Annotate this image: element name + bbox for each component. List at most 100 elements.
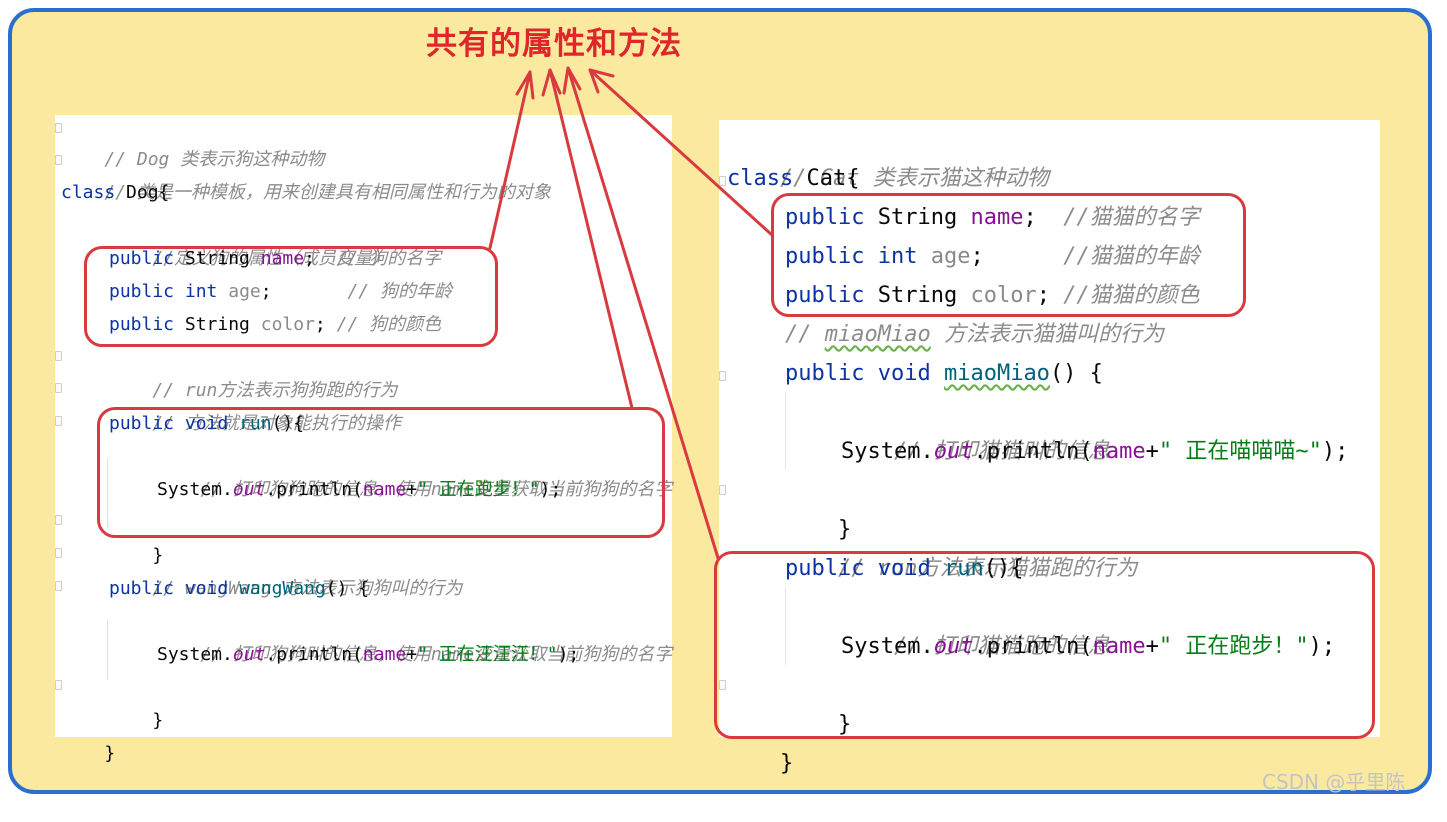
fold-marker-icon xyxy=(55,515,62,525)
code-comment: // 狗的年龄 xyxy=(347,281,452,302)
punctuation: (){ xyxy=(271,413,305,434)
fold-marker-icon xyxy=(719,176,726,186)
code-comment: // 打印狗狗跑的信息，使用name变量获取当前狗狗的名字 xyxy=(200,479,673,500)
code-line: class Cat{ xyxy=(727,159,859,198)
code-line: } xyxy=(109,506,163,566)
indent-guide xyxy=(785,392,786,470)
brace: } xyxy=(779,751,794,776)
code-line: // Dog 类表示狗这种动物 xyxy=(61,110,324,170)
keyword: public xyxy=(109,314,175,335)
code-comment: // wangWang 方法表示狗狗叫的行为 xyxy=(152,578,463,599)
punctuation: ; xyxy=(1036,283,1064,308)
code-line: public String name; // 狗的名字 xyxy=(109,242,441,275)
code-comment: // 方法就是对象能执行的操作 xyxy=(152,413,401,434)
method-name: run xyxy=(943,556,984,581)
static-field: out xyxy=(232,479,266,500)
punctuation: ); xyxy=(1308,634,1336,659)
code-comment: miaoMiao xyxy=(824,322,931,347)
code-line: // run方法表示狗狗跑的行为 xyxy=(109,341,397,401)
class-declaration: Cat{ xyxy=(793,166,860,191)
type-name: String xyxy=(864,283,971,308)
type-name: String xyxy=(174,314,261,335)
static-field: out xyxy=(232,644,266,665)
code-line: public void run(){ xyxy=(785,549,1023,588)
code-line: } xyxy=(109,671,163,731)
field-name: name xyxy=(1092,634,1146,659)
code-comment: // xyxy=(785,322,825,347)
fold-marker-icon xyxy=(719,371,726,381)
brace: } xyxy=(104,743,116,764)
code-line: public void run(){ xyxy=(109,407,304,440)
fold-marker-icon xyxy=(55,581,62,591)
keyword: int xyxy=(877,244,918,269)
punctuation: ; xyxy=(1023,205,1064,230)
code-line: // 打印狗狗叫的信息，使用name变量获取当前狗狗的名字 xyxy=(157,605,672,665)
dog-code-panel: // Dog 类表示狗这种动物 // 类是一种模板，用来创建具有相同属性和行为的… xyxy=(55,115,672,764)
code-line: // Cat 类表示猫这种动物 xyxy=(727,120,1049,191)
watermark: CSDN @乎里陈 xyxy=(1262,770,1406,794)
code-comment: // run方法表示狗狗跑的行为 xyxy=(152,380,398,401)
code-line: public String name; //猫猫的名字 xyxy=(785,198,1200,237)
keyword: public xyxy=(109,248,175,269)
punctuation: ); xyxy=(557,644,580,665)
code-line: } xyxy=(785,471,851,542)
type-name: String xyxy=(864,205,971,230)
code-line: // 类是一种模板，用来创建具有相同属性和行为的对象 xyxy=(61,143,551,203)
code-comment: //定义狗的属性（成员变量） xyxy=(152,248,391,269)
keyword: void xyxy=(184,413,229,434)
class-reference: System. xyxy=(841,634,934,659)
code-comment: // 类是一种模板，用来创建具有相同属性和行为的对象 xyxy=(104,182,551,203)
code-comment: // Cat 类表示猫这种动物 xyxy=(779,166,1049,191)
method-name: wangWang xyxy=(239,578,326,599)
keyword: void xyxy=(184,578,229,599)
operator: + xyxy=(1145,634,1159,659)
arrow-dog-run xyxy=(541,68,634,410)
string-literal: " 正在跑步！" xyxy=(417,479,540,500)
code-line: } xyxy=(785,666,851,737)
fold-marker-icon xyxy=(719,680,726,690)
brace: } xyxy=(837,517,852,542)
code-line: // 方法就是对象能执行的操作 xyxy=(109,374,401,434)
method-call: .println( xyxy=(265,644,363,665)
arrow-cat-fields xyxy=(588,68,774,237)
fold-marker-icon xyxy=(55,123,62,133)
operator: + xyxy=(406,644,418,665)
arrow-dog-fields xyxy=(488,70,535,250)
field-name: age xyxy=(930,244,971,269)
code-comment: // 狗的颜色 xyxy=(336,314,442,335)
method-call: .println( xyxy=(265,479,363,500)
code-line: System.out.println(name+" 正在汪汪汪！"); xyxy=(157,638,579,671)
string-literal: " 正在喵喵喵~" xyxy=(1158,439,1322,464)
code-comment: // 打印猫猫叫的信息 xyxy=(893,439,1110,464)
code-comment: // 打印狗狗叫的信息，使用name变量获取当前狗狗的名字 xyxy=(200,644,673,665)
keyword: public xyxy=(785,205,865,230)
code-line: //定义狗的属性（成员变量） xyxy=(109,209,390,269)
code-comment: // 打印猫猫跑的信息 xyxy=(893,634,1110,659)
method-name: miaoMiao xyxy=(943,361,1050,386)
code-line: public int age; // 狗的年龄 xyxy=(109,275,452,308)
brace: } xyxy=(152,545,164,566)
punctuation: ; xyxy=(260,281,348,302)
brace: } xyxy=(152,710,164,731)
class-reference: System. xyxy=(157,479,233,500)
code-comment: // run方法表示猫猫跑的行为 xyxy=(837,556,1138,581)
code-line: System.out.println(name+" 正在跑步！"); xyxy=(841,627,1335,666)
code-line: // 打印狗狗跑的信息，使用name变量获取当前狗狗的名字 xyxy=(157,440,672,500)
operator: + xyxy=(406,479,418,500)
code-line: } xyxy=(727,705,793,776)
code-line: public String color; // 狗的颜色 xyxy=(109,308,441,341)
field-name: age xyxy=(228,281,261,302)
code-line: // 打印猫猫叫的信息 xyxy=(841,393,1110,464)
code-line: } xyxy=(61,704,115,764)
method-call: .println( xyxy=(973,439,1093,464)
code-comment: // 狗的名字 xyxy=(336,248,442,269)
keyword: public xyxy=(109,413,175,434)
fold-marker-icon xyxy=(55,383,62,393)
code-comment: //猫猫的颜色 xyxy=(1063,283,1200,308)
code-comment: //猫猫的年龄 xyxy=(1063,244,1200,269)
string-literal: " 正在汪汪汪！" xyxy=(417,644,558,665)
field-name: name xyxy=(362,644,407,665)
cat-code-panel: // Cat 类表示猫这种动物 class Cat{ public String… xyxy=(719,120,1380,776)
code-line: class Dog{ xyxy=(61,176,169,209)
field-name: name xyxy=(970,205,1024,230)
